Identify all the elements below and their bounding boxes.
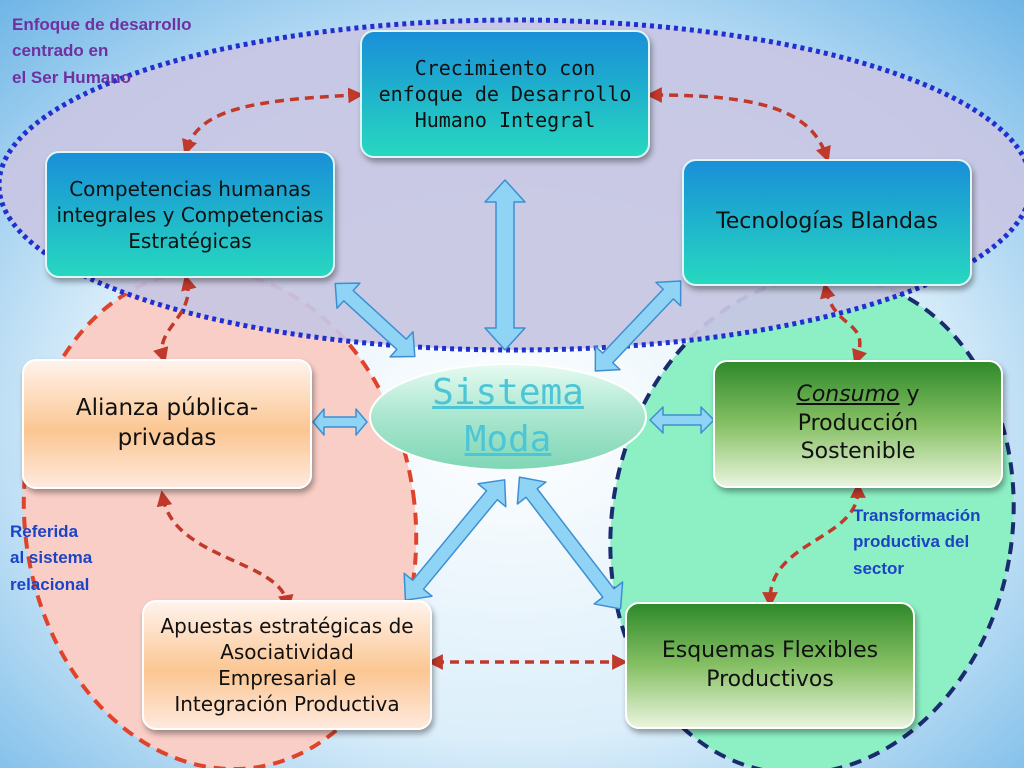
flow-arrow-left xyxy=(312,408,368,436)
box-crecimiento-text: Crecimiento con enfoque de Desarrollo Hu… xyxy=(378,56,632,132)
box-apuestas-text: Apuestas estratégicas de Asociatividad E… xyxy=(160,614,414,716)
relation-arrow-crecimiento-tecnologias xyxy=(646,87,831,163)
box-consumo-emphasis: Consumo xyxy=(796,382,900,408)
right-group-label: Transformación productiva del sector xyxy=(853,506,981,578)
relation-arrow-alianza-apuestas xyxy=(156,490,294,611)
box-consumo: Consumo y Producción Sostenible xyxy=(713,360,1003,488)
box-tecnologias: Tecnologías Blandas xyxy=(682,159,972,286)
box-competencias-text: Competencias humanas integrales y Compet… xyxy=(56,176,324,253)
box-alianza-text: Alianza pública-privadas xyxy=(75,395,259,451)
box-tecnologias-text: Tecnologías Blandas xyxy=(716,209,938,235)
center-label-line2: Moda xyxy=(464,419,552,460)
flow-arrow-bottom-right xyxy=(516,476,624,610)
relation-arrow-consumo-esquemas xyxy=(762,482,866,608)
top-group-label: Enfoque de desarrollo centrado en el Ser… xyxy=(12,15,192,87)
box-competencias: Competencias humanas integrales y Compet… xyxy=(45,151,335,278)
box-consumo-rest: y Producción Sostenible xyxy=(797,382,920,465)
center-label-line1: Sistema xyxy=(432,372,584,414)
center-node: Sistema Moda xyxy=(368,362,648,472)
box-esquemas: Esquemas Flexibles Productivos xyxy=(625,602,915,729)
flow-arrow-top-left xyxy=(334,282,416,358)
flow-arrow-bottom-left xyxy=(403,479,507,601)
flow-arrows xyxy=(312,179,715,610)
flow-arrow-top xyxy=(484,179,526,351)
center-ellipse xyxy=(369,363,647,471)
box-alianza: Alianza pública-privadas xyxy=(22,359,312,489)
box-apuestas: Apuestas estratégicas de Asociatividad E… xyxy=(142,600,432,730)
left-group-label: Referida al sistema relacional xyxy=(10,522,93,594)
relation-arrow-competencias-crecimiento xyxy=(182,87,364,156)
box-esquemas-text: Esquemas Flexibles Productivos xyxy=(661,637,879,692)
relation-arrows xyxy=(153,87,867,670)
box-crecimiento: Crecimiento con enfoque de Desarrollo Hu… xyxy=(360,30,650,158)
box-consumo-text: Consumo y Producción Sostenible xyxy=(755,381,961,467)
flow-arrow-top-right xyxy=(594,280,682,372)
